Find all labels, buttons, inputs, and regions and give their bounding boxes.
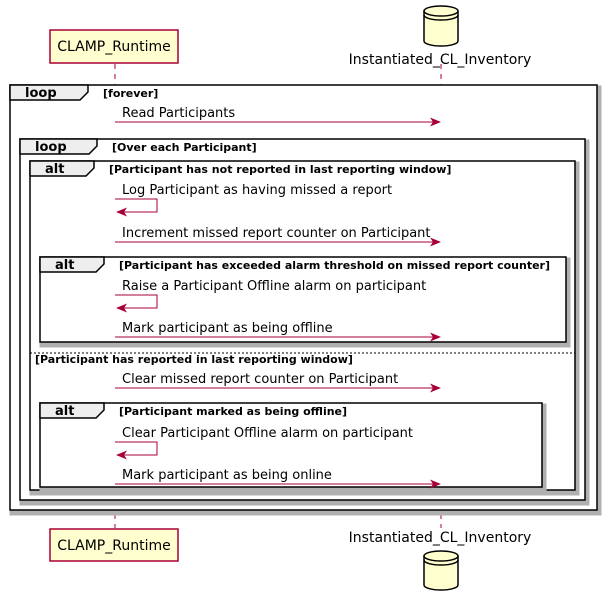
alt-threshold-frame: alt [Participant has exceeded alarm thre… [39,256,571,348]
alt-reported-guard: [Participant has not reported in last re… [109,163,451,176]
message-label: Read Participants [122,106,235,121]
message-label: Increment missed report counter on Parti… [122,226,431,241]
runtime-participant-top: CLAMP_Runtime [49,29,179,64]
message-log-missed: Log Participant as having missed a repor… [115,183,392,217]
inventory-participant-bottom: Instantiated_CL_Inventory [349,530,532,591]
inner-loop-label: loop [35,140,67,155]
message-read-participants: Read Participants [115,106,441,127]
database-icon [423,5,459,47]
inner-loop-guard: [Over each Participant] [112,141,257,154]
database-icon [423,550,459,591]
message-raise-alarm: Raise a Participant Offline alarm on par… [115,279,426,313]
inventory-participant-top: Instantiated_CL_Inventory [349,5,532,68]
alt-offline-frame: alt [Participant marked as being offline… [39,402,547,493]
message-clear-alarm: Clear Participant Offline alarm on parti… [115,426,413,460]
runtime-participant-bottom: CLAMP_Runtime [49,528,179,562]
message-label: Raise a Participant Offline alarm on par… [122,279,426,294]
message-mark-offline: Mark participant as being offline [115,321,441,342]
message-label: Log Participant as having missed a repor… [122,183,392,198]
alt-threshold-label: alt [55,258,74,273]
alt-reported-else-guard: [Participant has reported in last report… [35,353,353,366]
message-mark-online: Mark participant as being online [115,468,441,489]
inventory-participant-label: Instantiated_CL_Inventory [349,52,532,68]
message-label: Mark participant as being online [122,468,332,483]
inventory-participant-label: Instantiated_CL_Inventory [349,530,532,546]
alt-reported-label: alt [45,162,64,177]
message-label: Clear Participant Offline alarm on parti… [122,426,413,441]
message-clear-counter: Clear missed report counter on Participa… [115,372,441,393]
alt-threshold-guard: [Participant has exceeded alarm threshol… [119,259,550,272]
alt-offline-guard: [Participant marked as being offline] [119,405,347,418]
outer-loop-label: loop [25,86,57,101]
message-increment-counter: Increment missed report counter on Parti… [115,226,441,247]
message-label: Clear missed report counter on Participa… [122,372,398,387]
runtime-participant-label: CLAMP_Runtime [57,39,170,55]
runtime-participant-label: CLAMP_Runtime [57,538,170,554]
alt-offline-label: alt [55,404,74,419]
message-label: Mark participant as being offline [122,321,333,336]
outer-loop-guard: [forever] [103,87,158,100]
